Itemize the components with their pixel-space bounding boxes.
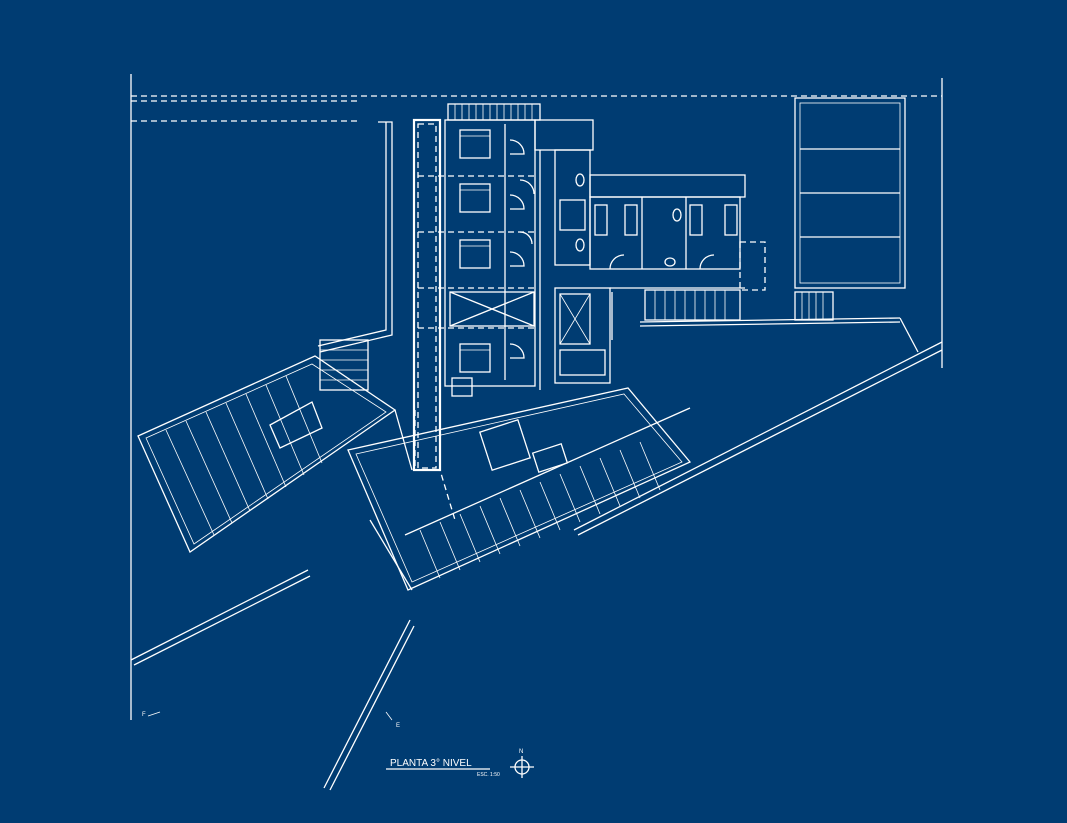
drawing-title: PLANTA 3° NIVEL: [390, 758, 472, 769]
site-boundary: [130, 74, 943, 791]
section-label-e: E: [396, 723, 400, 729]
lower-wing: [347, 387, 692, 591]
bedroom-wing: [317, 103, 594, 472]
bathroom-block: [554, 149, 766, 291]
drawing-scale: ESC. 1:50: [477, 772, 500, 778]
section-label-f: F: [142, 712, 146, 718]
section-marker-f: F: [142, 711, 161, 718]
title-block: PLANTA 3° NIVEL ESC. 1:50: [386, 758, 500, 778]
north-arrow-icon: N: [510, 749, 534, 778]
door-swings: [509, 139, 535, 359]
terrace-edge: [639, 289, 901, 327]
left-wing: [137, 339, 413, 553]
north-label: N: [519, 749, 523, 755]
section-marker-e: E: [385, 711, 400, 729]
bed-icon: [451, 129, 491, 397]
parking-block: [794, 97, 906, 321]
toilet-icon: [575, 173, 682, 267]
stair-icon: [554, 287, 745, 384]
